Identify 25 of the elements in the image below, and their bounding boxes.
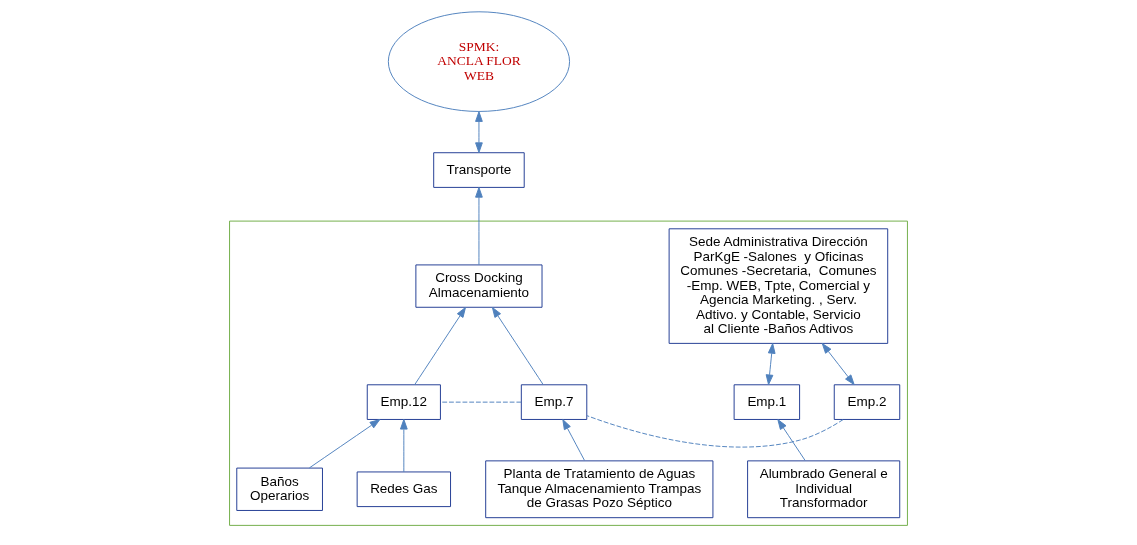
node-box: Baños Operarios bbox=[236, 467, 323, 511]
arrow bbox=[475, 111, 483, 153]
arrow bbox=[765, 343, 776, 386]
node-box: Redes Gas bbox=[356, 471, 452, 508]
arrow bbox=[562, 419, 585, 461]
cluster bbox=[229, 220, 908, 526]
arrow bbox=[491, 307, 544, 386]
node-box: Sede Administrativa Dirección ParKgE -Salones y Oficinas Comunes -Secretaria, Comunes -Emp. WEB, Tpte, Comercial y Agencia Marketing. , Serv. Adtivo. y Contable, Servicio al Cliente -Baños Adtivos bbox=[668, 228, 889, 344]
node-box: Planta de Tratamiento de Aguas Tanque Almacenamiento Trampas de Grasas Pozo Séptico bbox=[485, 460, 714, 519]
node-box: Emp.2 bbox=[833, 384, 901, 420]
arrow bbox=[400, 419, 408, 473]
arrow bbox=[777, 419, 806, 461]
node-ellipse: SPMK: ANCLA FLOR WEB bbox=[387, 11, 571, 112]
arrow bbox=[475, 187, 483, 266]
node-box: Cross Docking Almacenamiento bbox=[415, 264, 543, 308]
arrow bbox=[821, 343, 855, 386]
node-box: Emp.1 bbox=[733, 384, 801, 420]
node-box: Transporte bbox=[433, 152, 525, 188]
node-box: Emp.7 bbox=[520, 384, 588, 420]
arrow bbox=[414, 307, 466, 386]
node-box: Alumbrado General e Individual Transformador bbox=[747, 460, 901, 519]
connector bbox=[440, 401, 522, 403]
node-box: Emp.12 bbox=[366, 384, 441, 420]
arrow bbox=[308, 419, 381, 469]
connector bbox=[586, 415, 844, 448]
